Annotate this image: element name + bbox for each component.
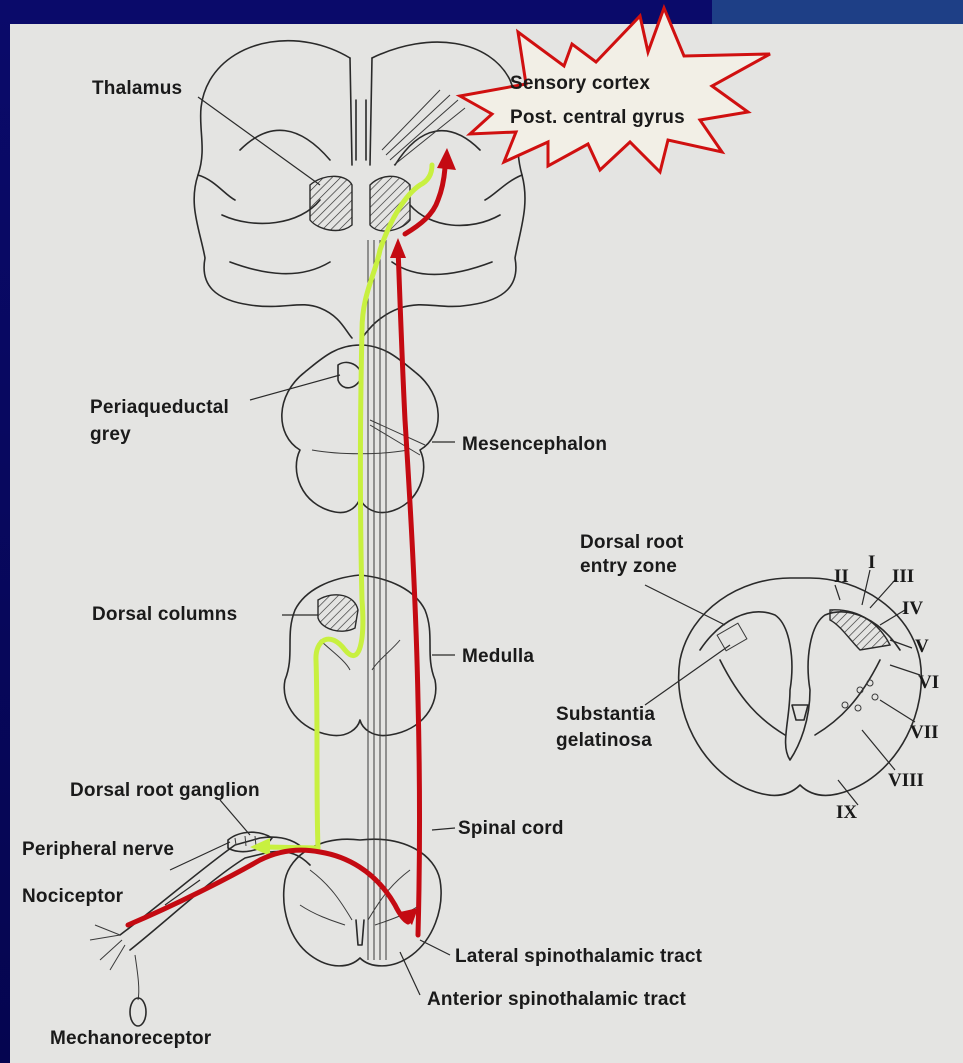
- label-dorsal-columns: Dorsal columns: [92, 604, 237, 625]
- label-lateral-spinothalamic: Lateral spinothalamic tract: [455, 946, 703, 967]
- lamina-label: IX: [836, 802, 857, 823]
- label-sensory-cortex: Sensory cortex: [510, 73, 650, 94]
- laminae-labels: I II III IV V VI VII VIII IX: [834, 552, 939, 823]
- label-gelatinosa: gelatinosa: [556, 730, 652, 751]
- label-post-central-gyrus: Post. central gyrus: [510, 107, 685, 128]
- lamina-label: IV: [902, 598, 923, 619]
- dorsal-horn-section: [679, 578, 922, 795]
- lamina-label: VII: [910, 722, 939, 743]
- label-dorsal-root-ganglion: Dorsal root ganglion: [70, 780, 260, 801]
- lamina-label: III: [892, 566, 914, 587]
- label-spinal-cord: Spinal cord: [458, 818, 564, 839]
- brain-coronal-section: [194, 41, 525, 338]
- lamina-label: I: [868, 552, 875, 573]
- label-mechanoreceptor: Mechanoreceptor: [50, 1028, 212, 1049]
- label-anterior-spinothalamic: Anterior spinothalamic tract: [427, 989, 686, 1010]
- peripheral-nerve: [90, 832, 310, 1026]
- pain-arrowhead-up: [390, 238, 406, 258]
- pain-pathway: [128, 148, 456, 935]
- label-dorsal-root: Dorsal root: [580, 532, 684, 553]
- label-entry-zone: entry zone: [580, 556, 677, 577]
- lamina-label: VIII: [888, 770, 924, 791]
- label-nociceptor: Nociceptor: [22, 886, 124, 907]
- leader-lines: [165, 97, 920, 995]
- label-peripheral-nerve: Peripheral nerve: [22, 839, 174, 860]
- lamina-label: II: [834, 566, 849, 587]
- pain-arrowhead-cortex: [437, 148, 456, 170]
- lamina-label: V: [915, 636, 929, 657]
- label-mesencephalon: Mesencephalon: [462, 434, 607, 455]
- label-periaqueductal: Periaqueductal: [90, 397, 229, 418]
- label-medulla: Medulla: [462, 646, 534, 667]
- lamina-label: VI: [918, 672, 939, 693]
- label-substantia: Substantia: [556, 704, 655, 725]
- label-thalamus: Thalamus: [92, 78, 182, 99]
- label-grey: grey: [90, 424, 131, 445]
